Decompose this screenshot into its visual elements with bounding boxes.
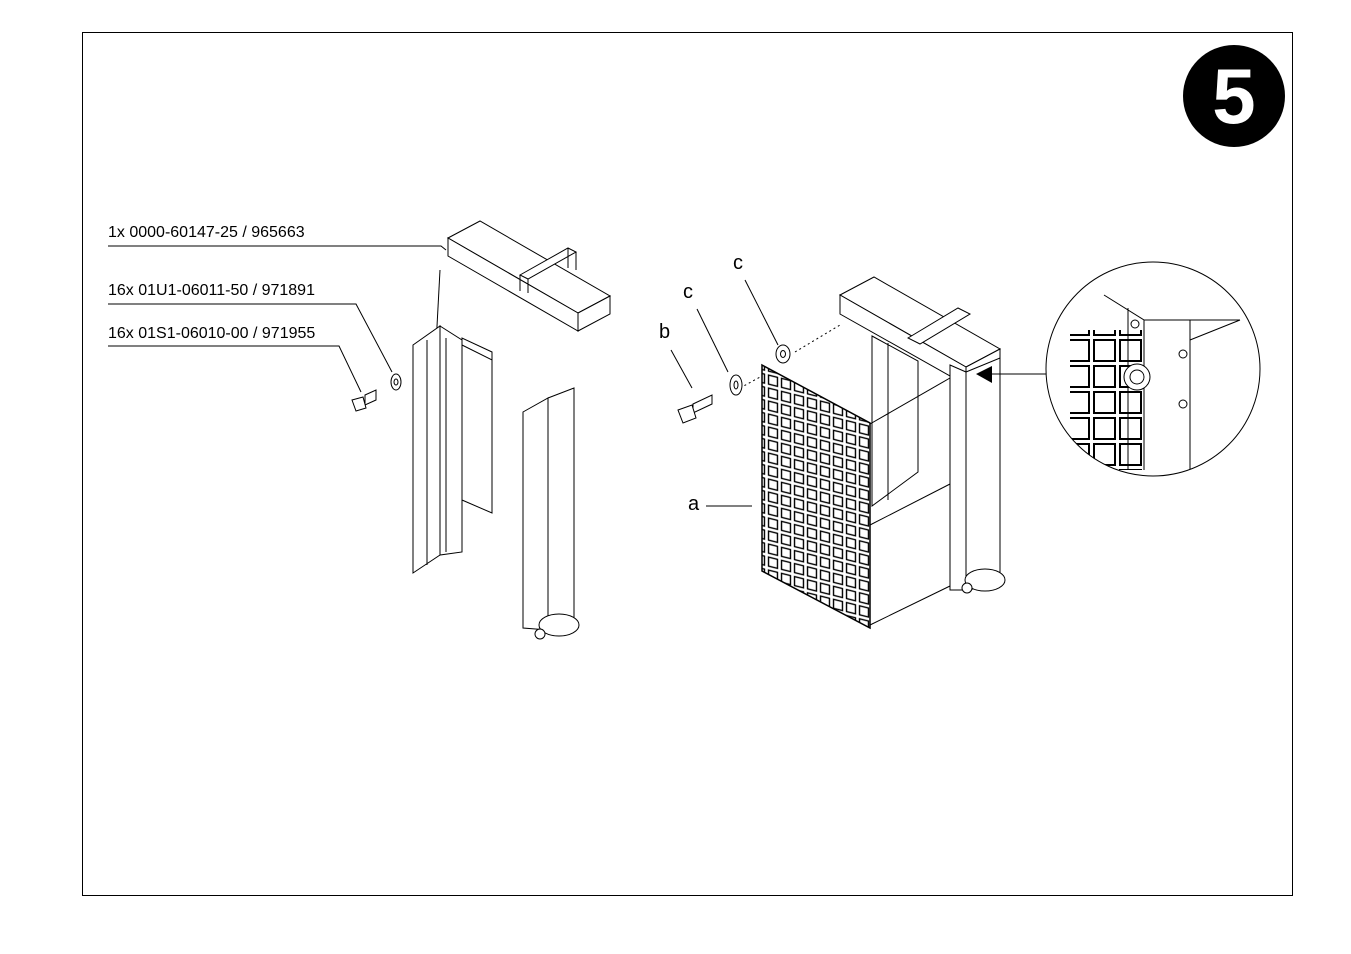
part-label-washer: 16x 01U1-06011-50 / 971891 bbox=[108, 282, 315, 299]
right-upright-part bbox=[522, 387, 580, 640]
part-label-bolt: 16x 01S1-06010-00 / 971955 bbox=[108, 325, 316, 342]
top-cover-part bbox=[446, 220, 612, 332]
drawing-frame bbox=[82, 32, 1293, 896]
mesh-panel bbox=[761, 363, 871, 630]
part-label-top-cover: 1x 0000-60147-25 / 965663 bbox=[108, 224, 305, 241]
callout-b: b bbox=[659, 321, 671, 343]
right-fasteners bbox=[677, 344, 791, 424]
detail-pointer-arrow bbox=[976, 366, 992, 383]
callout-c-lower: c bbox=[683, 281, 693, 303]
callout-c-upper: c bbox=[733, 252, 743, 274]
step-number-badge: 5 bbox=[1183, 45, 1285, 147]
left-fasteners bbox=[351, 373, 402, 412]
callout-a: a bbox=[688, 493, 700, 515]
detail-magnifier bbox=[1045, 261, 1261, 477]
leader-lines bbox=[108, 245, 779, 507]
left-upright-part bbox=[412, 325, 493, 574]
cage-assembly bbox=[838, 276, 1006, 626]
